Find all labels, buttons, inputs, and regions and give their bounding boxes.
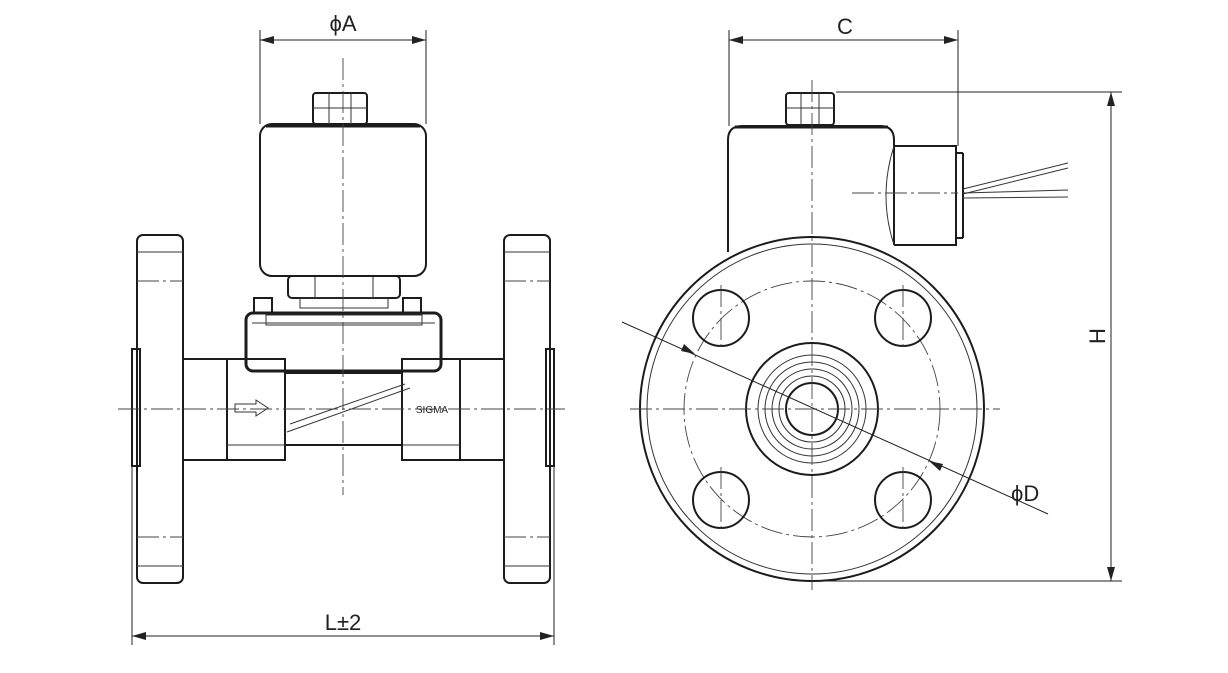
- dimension-height: H: [812, 91, 1122, 582]
- dim-d-arrow-outer: [681, 344, 695, 354]
- side-view: [630, 80, 1069, 590]
- side-coil-body: [727, 125, 895, 252]
- dim-d-label: ϕD: [1011, 481, 1039, 506]
- connector-box: [885, 145, 1069, 246]
- right-flange-face: [545, 348, 555, 467]
- dimension-bolt-circle-diameter: ϕD: [621, 321, 1049, 515]
- dim-a-label: ϕA: [330, 11, 357, 36]
- dim-c-arrow-right: [944, 36, 958, 44]
- dim-c-arrow-left: [729, 36, 743, 44]
- dim-d-line: [621, 321, 1049, 515]
- left-pipe-stub: [182, 358, 228, 461]
- dimension-width: C: [728, 14, 959, 146]
- dimension-coil-diameter: ϕA: [259, 11, 427, 124]
- connector-box-body: [894, 145, 957, 246]
- dimensions: ϕA C H L±2: [131, 11, 1122, 645]
- dim-l-label: L±2: [325, 610, 362, 635]
- dim-h-arrow-bottom: [1107, 567, 1115, 581]
- dim-a-arrow-right: [412, 36, 426, 44]
- bonnet-housing: [244, 311, 443, 373]
- dim-l-arrow-right: [540, 632, 554, 640]
- bonnet: [244, 297, 443, 373]
- body-marking-text: SIGMA: [416, 405, 449, 416]
- dimension-length: L±2: [131, 466, 555, 645]
- left-flange-face: [131, 348, 141, 467]
- valve-body-diagonal-a: [286, 387, 411, 433]
- dim-h-arrow-top: [1107, 92, 1115, 106]
- bonnet-right-screw: [402, 297, 422, 314]
- coil-top-nut: [312, 92, 368, 125]
- cable-wire-2-b: [962, 196, 1069, 199]
- dim-d-arrow-inner: [929, 461, 943, 471]
- adaptor-neck: [299, 297, 389, 309]
- coil-adaptor: [287, 275, 401, 309]
- front-view: SIGMA: [118, 58, 565, 584]
- flow-direction-arrow-icon: [234, 399, 269, 417]
- dim-l-arrow-left: [132, 632, 146, 640]
- bonnet-left-screw: [253, 297, 273, 314]
- side-coil-housing: [727, 125, 895, 252]
- right-pipe-stub: [459, 358, 505, 461]
- dim-a-arrow-left: [260, 36, 274, 44]
- adaptor-nut: [287, 275, 401, 299]
- valve-body: SIGMA: [226, 358, 461, 461]
- cable-wire-1-a: [962, 162, 1069, 190]
- side-top-nut-body: [785, 92, 835, 126]
- dim-h-label: H: [1085, 328, 1110, 344]
- cable-wire-1-b: [962, 167, 1069, 195]
- valve-body-diagonal-b: [289, 383, 406, 425]
- bonnet-plate: [265, 314, 423, 326]
- cable-wire-2-a: [962, 189, 1069, 194]
- dim-c-label: C: [837, 14, 853, 39]
- connector-box-curve: [885, 145, 895, 246]
- side-top-nut: [785, 92, 835, 126]
